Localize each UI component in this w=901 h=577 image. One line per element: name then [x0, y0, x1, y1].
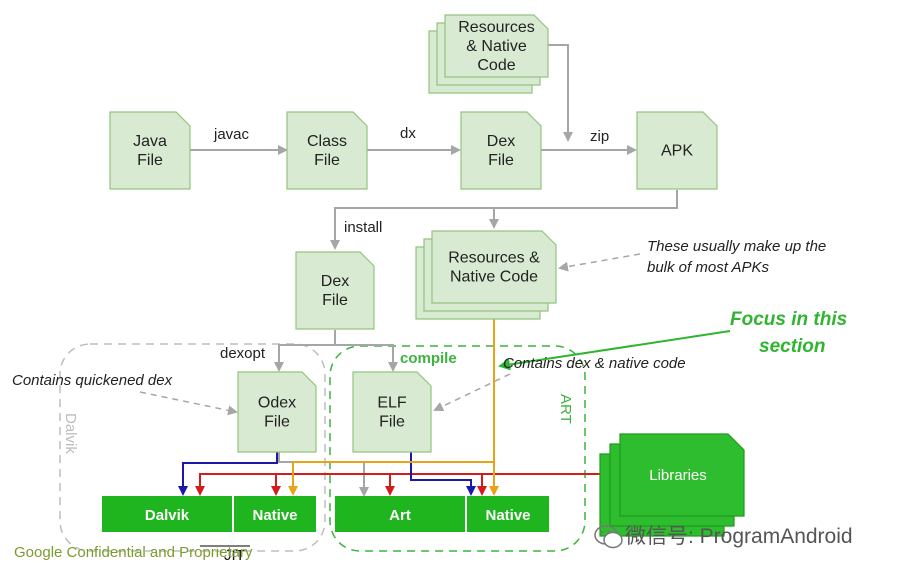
flow-arrows: [190, 44, 678, 497]
odex-file-node-sheet: [237, 371, 317, 453]
libraries-stack: Libraries: [599, 433, 745, 537]
note-focus-line1: Focus in this: [730, 309, 847, 330]
arrow-focus: [498, 330, 731, 371]
label-dx: dx: [400, 125, 416, 142]
wire-elf-to-art: [410, 452, 476, 496]
art-region-label: ART: [557, 394, 574, 424]
arrow-quickened-note: [139, 391, 238, 416]
native-left-bar-label: Native: [252, 507, 297, 524]
class-file-node-label: Class: [307, 133, 347, 150]
arrow-dex-native-note: [433, 373, 511, 412]
note-bulk-line2: bulk of most APKs: [647, 259, 769, 276]
dalvik-bar: [102, 496, 232, 532]
dex-file-installed-node-label: File: [322, 292, 348, 309]
note-contains-dex-native: Contains dex & native code: [503, 355, 686, 372]
libraries-sheet: [619, 433, 745, 517]
annotation-arrows: [139, 253, 641, 416]
dex-file-installed-node-label: Dex: [321, 273, 349, 290]
native-right-bar: [467, 496, 549, 532]
dex-file-top-node-sheet: [460, 111, 542, 190]
wire-resources-native-left: [288, 461, 494, 496]
dalvik-bar-label: Dalvik: [145, 507, 190, 524]
label-zip: zip: [590, 128, 609, 145]
wire-odex-to-dalvik: [178, 452, 278, 496]
class-file-node-label: File: [314, 152, 340, 169]
dalvik-region-label: Dalvik: [62, 413, 79, 454]
odex-file-node-label: Odex: [258, 395, 296, 412]
resources-top-node-label: Code: [477, 57, 515, 74]
class-file-node-sheet: [286, 111, 368, 190]
jit-label: JIT: [224, 547, 245, 564]
native-left-bar: [234, 496, 316, 532]
art-bar-label: Art: [389, 507, 411, 524]
watermark-text: 微信号: ProgramAndroid: [625, 525, 853, 548]
dex-file-installed-node-sheet: [295, 251, 375, 330]
apk-node: APK: [636, 111, 718, 190]
arrow-apk-to-dex-installed: [330, 190, 678, 250]
runtime-bars: Dalvik Native Art Native: [102, 496, 549, 532]
resources-top-node-label: Resources: [458, 19, 534, 36]
note-focus-line2: section: [759, 336, 826, 357]
resources-top-node-sheet: [444, 14, 549, 78]
arrow-dex-to-elf: [335, 344, 398, 372]
odex-file-node-label: File: [264, 414, 290, 431]
dalvik-region: [59, 343, 326, 552]
arrow-resources-to-apk: [548, 44, 573, 142]
apk-node-sheet: [636, 111, 718, 190]
art-region: [329, 345, 586, 552]
arrow-bulk-note: [558, 253, 641, 272]
resources-installed-node-label: Native Code: [450, 269, 538, 286]
java-file-node-label: Java: [133, 133, 167, 150]
elf-file-node-label: ELF: [377, 395, 407, 412]
resources-installed-node: Resources & Native Code: [415, 230, 557, 320]
elf-file-node-sheet: [352, 371, 432, 453]
art-bar: [335, 496, 465, 532]
native-right-bar-label: Native: [485, 507, 530, 524]
resources-installed-node-label: Resources &: [448, 250, 540, 267]
java-file-node-label: File: [137, 152, 163, 169]
libraries-label: Libraries: [649, 467, 707, 484]
arrow-dex-to-odex: [274, 330, 336, 372]
elf-file-node: ELF File: [352, 371, 432, 453]
label-dexopt: dexopt: [220, 345, 266, 362]
elf-file-node-label: File: [379, 414, 405, 431]
resources-installed-node-sheet: [431, 230, 557, 304]
runtime-wiring: [178, 308, 622, 496]
note-contains-quickened: Contains quickened dex: [12, 372, 173, 389]
resources-top-node-label: & Native: [466, 38, 527, 55]
note-bulk-line1: These usually make up the: [647, 238, 826, 255]
dex-file-top-node-label: Dex: [487, 133, 515, 150]
apk-node-label: APK: [661, 143, 693, 160]
label-javac: javac: [213, 126, 250, 143]
java-file-node-sheet: [109, 111, 191, 190]
footer-confidential: Google Confidential and Proprietary: [14, 544, 253, 561]
label-install: install: [344, 219, 382, 236]
wechat-icon: [594, 525, 623, 549]
dex-file-top-node-label: File: [488, 152, 514, 169]
label-compile: compile: [400, 350, 457, 367]
